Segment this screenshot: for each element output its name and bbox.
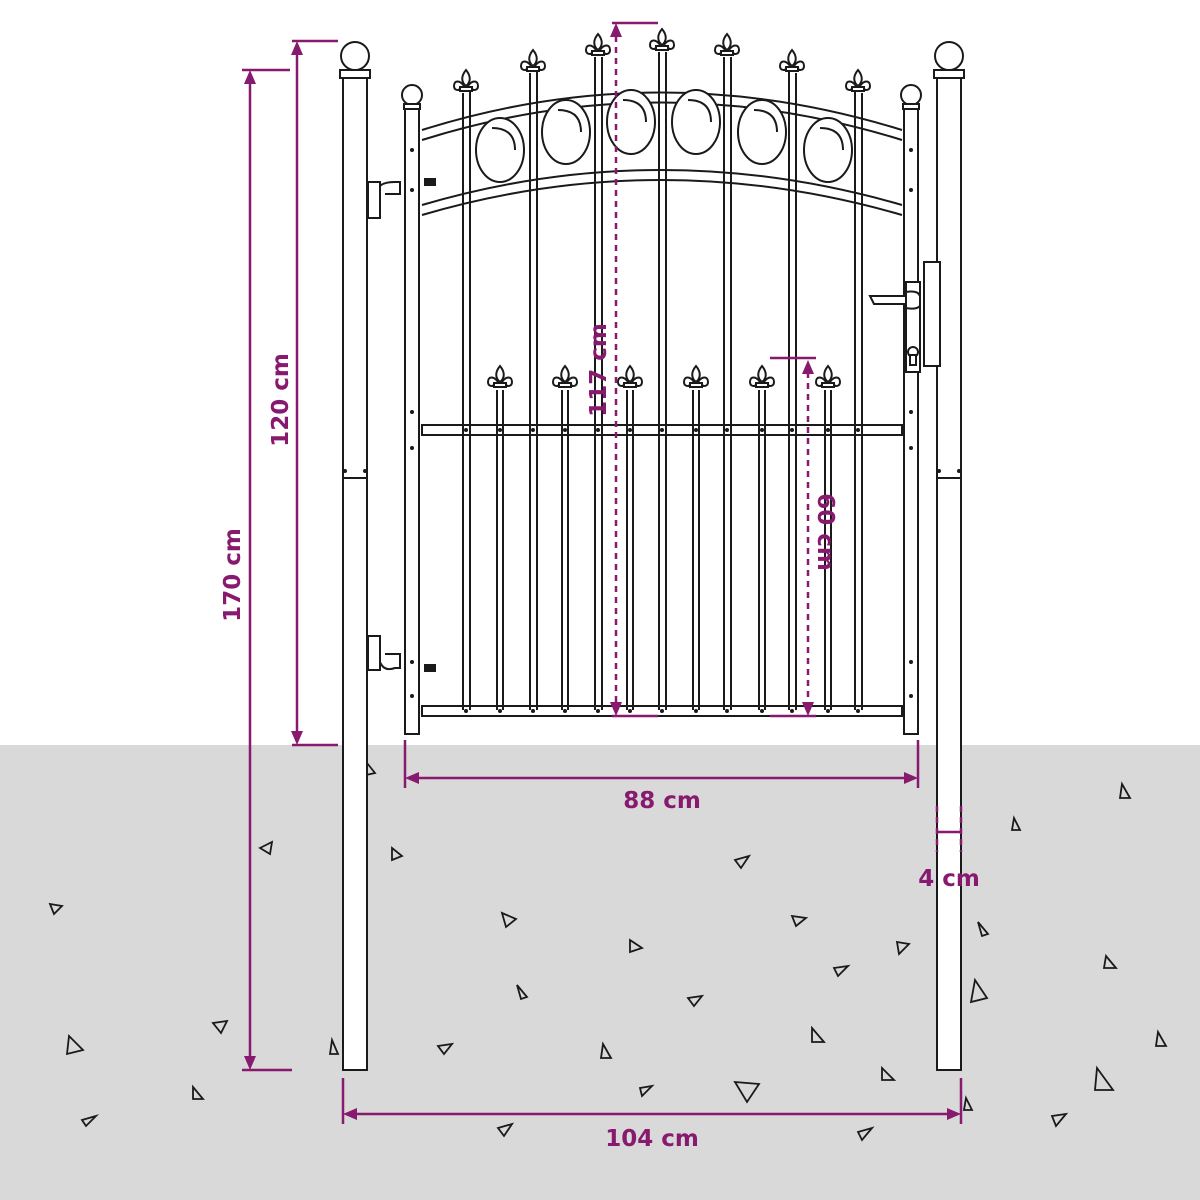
dimension-117-label: 117 cm xyxy=(586,323,612,417)
gate-frame xyxy=(401,84,922,735)
dimension-120-label: 120 cm xyxy=(268,353,294,447)
fleur-de-lis-finial-icon xyxy=(683,365,709,388)
left-post xyxy=(339,41,371,1071)
fleur-de-lis-finial-icon xyxy=(714,33,740,56)
lock-assembly xyxy=(868,261,941,373)
top-finials xyxy=(453,28,871,92)
dimension-4: 4 cm xyxy=(918,806,980,892)
fleur-de-lis-finial-icon xyxy=(453,69,479,92)
lock-cylinder-icon xyxy=(907,346,919,366)
ball-finial-icon xyxy=(900,84,922,106)
dimension-170: 170 cm xyxy=(220,68,292,1072)
fleur-de-lis-finial-icon xyxy=(552,365,578,388)
right-post xyxy=(933,41,965,1071)
short-finials xyxy=(487,365,841,388)
short-bars xyxy=(496,390,832,710)
dimension-60: 60 cm xyxy=(770,356,838,718)
dimension-4-label: 4 cm xyxy=(918,866,980,892)
dimension-170-label: 170 cm xyxy=(220,528,246,622)
fleur-de-lis-finial-icon xyxy=(845,69,871,92)
lower-hinge-icon xyxy=(367,635,436,672)
dimension-120: 120 cm xyxy=(268,39,338,747)
dimension-88-label: 88 cm xyxy=(623,788,701,814)
fleur-de-lis-finial-icon xyxy=(585,33,611,56)
dimension-117: 117 cm xyxy=(586,21,658,718)
ball-finial-icon xyxy=(934,41,964,71)
dimension-104: 104 cm xyxy=(341,1078,963,1152)
dimension-60-label: 60 cm xyxy=(812,493,838,571)
dimension-88: 88 cm xyxy=(403,740,920,814)
dimension-104-label: 104 cm xyxy=(605,1126,699,1152)
tall-bars xyxy=(462,52,863,710)
fleur-de-lis-finial-icon xyxy=(749,365,775,388)
ground xyxy=(0,745,1200,1200)
fleur-de-lis-finial-icon xyxy=(617,365,643,388)
ball-finial-icon xyxy=(340,41,370,71)
door-handle-icon xyxy=(868,295,907,305)
fleur-de-lis-finial-icon xyxy=(815,365,841,388)
fleur-de-lis-finial-icon xyxy=(649,28,675,51)
rail-rivets xyxy=(464,428,860,713)
ball-finial-icon xyxy=(401,84,423,106)
upper-hinge-icon xyxy=(367,178,436,219)
fleur-de-lis-finial-icon xyxy=(779,49,805,72)
fleur-de-lis-finial-icon xyxy=(520,49,546,72)
pebbles xyxy=(48,760,1168,1142)
fleur-de-lis-finial-icon xyxy=(487,365,513,388)
decorative-rings xyxy=(475,89,853,183)
